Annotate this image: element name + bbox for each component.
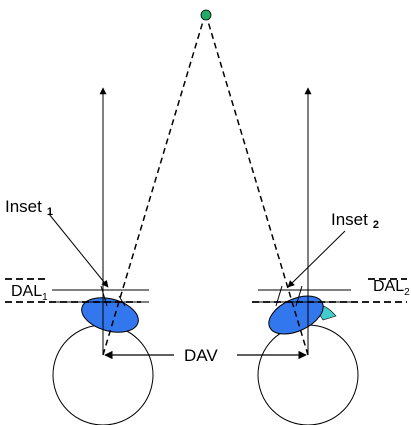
inset-left-pointer xyxy=(48,213,109,288)
dav-label: DAV xyxy=(184,346,218,365)
left-line-of-sight xyxy=(102,17,205,356)
left-lens-icon xyxy=(81,297,139,333)
fixation-target-icon xyxy=(200,9,212,21)
dal-right-label: DAL2 xyxy=(373,278,410,298)
right-line-of-sight xyxy=(206,17,309,356)
inset-right-pointer xyxy=(287,230,346,288)
dal-left-label: DAL1 xyxy=(11,283,48,303)
